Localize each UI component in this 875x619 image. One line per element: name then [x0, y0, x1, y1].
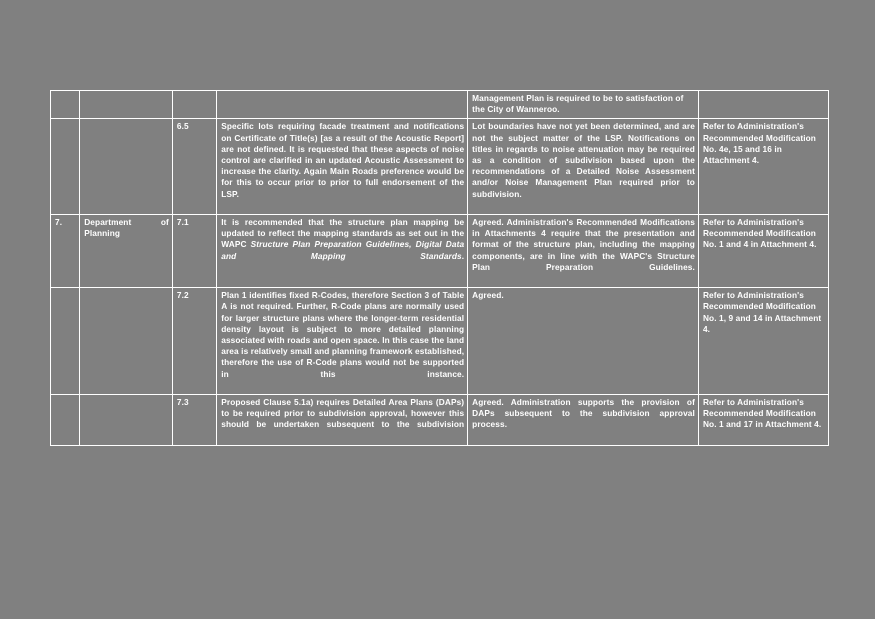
- comment-cell: Lot boundaries have not yet been determi…: [467, 118, 699, 216]
- table-row: 7. Department of Planning 7.1 It is reco…: [49, 214, 830, 289]
- item-reference-cell: 6.5: [171, 118, 218, 216]
- comment-paragraph: Agreed. Administration's Recommended Mod…: [472, 217, 695, 272]
- submission-number-cell: [49, 394, 81, 446]
- item-reference-cell: 7.2: [171, 287, 218, 396]
- submission-text-cell: Proposed Clause 5.1a) requires Detailed …: [216, 394, 469, 446]
- recommendation-cell: Refer to Administration's Recommended Mo…: [697, 118, 830, 216]
- recommendation-paragraph: Refer to Administration's Recommended Mo…: [702, 217, 817, 250]
- submission-number-cell: [49, 287, 81, 396]
- recommendation-cell: Refer to Administration's Recommended Mo…: [697, 214, 830, 289]
- submission-paragraph: Specific lots requiring facade treatment…: [221, 121, 465, 199]
- item-reference-cell: 7.3: [171, 394, 218, 446]
- organisation-cell: Department of Planning: [79, 214, 173, 289]
- submission-paragraph: Plan 1 identifies fixed R-Codes, therefo…: [221, 290, 465, 379]
- comment-cell: Agreed. Administration supports the prov…: [467, 394, 699, 446]
- submission-text-cell: It is recommended that the structure pla…: [216, 214, 469, 289]
- recommendation-paragraph: Refer to Administration's Recommended Mo…: [702, 290, 822, 334]
- submission-text-cell: Plan 1 identifies fixed R-Codes, therefo…: [216, 287, 469, 396]
- submission-number-cell: [49, 89, 81, 120]
- recommendation-cell: Refer to Administration's Recommended Mo…: [697, 394, 830, 446]
- table-row: Management Plan is required to be to sat…: [49, 89, 830, 120]
- comment-paragraph: Management Plan is required to be to sat…: [472, 93, 684, 115]
- comment-paragraph: Lot boundaries have not yet been determi…: [472, 121, 695, 199]
- table-row: 7.3 Proposed Clause 5.1a) requires Detai…: [49, 394, 830, 446]
- submission-number-cell: [49, 118, 81, 216]
- organisation-cell: [79, 394, 173, 446]
- item-reference-cell: 7.1: [171, 214, 218, 289]
- recommendation-cell: Refer to Administration's Recommended Mo…: [697, 287, 830, 396]
- submission-text-cell: [216, 89, 469, 120]
- comment-cell: Management Plan is required to be to sat…: [467, 89, 699, 120]
- comment-paragraph: Agreed. Administration supports the prov…: [472, 397, 695, 430]
- table-row: 7.2 Plan 1 identifies fixed R-Codes, the…: [49, 287, 830, 396]
- text-run: .: [461, 250, 465, 261]
- item-reference-cell: [171, 89, 218, 120]
- organisation-cell: [79, 287, 173, 396]
- organisation-cell: [79, 89, 173, 120]
- submission-paragraph: Proposed Clause 5.1a) requires Detailed …: [221, 397, 465, 430]
- submissions-schedule-table: Management Plan is required to be to sat…: [49, 89, 830, 446]
- recommendation-paragraph: Refer to Administration's Recommended Mo…: [702, 121, 816, 166]
- organisation-cell: [79, 118, 173, 216]
- recommendation-cell: [697, 89, 830, 120]
- text-run: It is recommended that the structure pla…: [221, 217, 465, 250]
- comment-cell: Agreed. Administration's Recommended Mod…: [467, 214, 699, 289]
- table-body: Management Plan is required to be to sat…: [49, 89, 830, 446]
- submission-text-cell: Specific lots requiring facade treatment…: [216, 118, 469, 216]
- comment-cell: Agreed.: [467, 287, 699, 396]
- table-row: 6.5 Specific lots requiring facade treat…: [49, 118, 830, 216]
- comment-paragraph: Agreed.: [472, 290, 504, 301]
- italic-run: Structure Plan Preparation Guidelines, D…: [221, 239, 465, 261]
- recommendation-paragraph: Refer to Administration's Recommended Mo…: [702, 397, 822, 430]
- submission-paragraph: It is recommended that the structure pla…: [221, 217, 464, 273]
- submission-number-cell: 7.: [49, 214, 81, 289]
